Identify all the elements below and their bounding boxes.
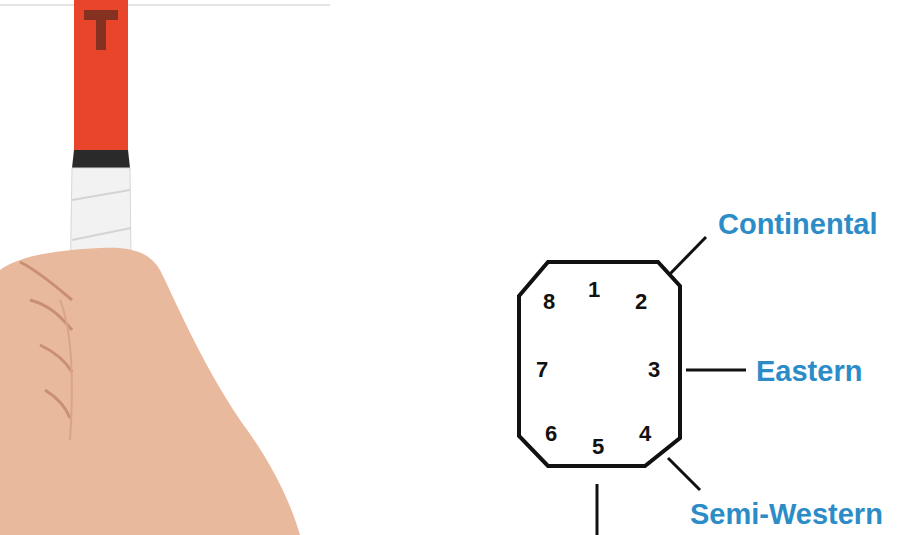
grip-octagon: 1 2 3 4 5 6 7 8 [515,258,685,470]
bevel-number: 2 [635,291,647,313]
octagon-shape [519,262,680,466]
grip-label: Semi-Western [690,500,883,529]
hand [0,248,300,535]
finger-creases [20,262,72,418]
bevel-number: 3 [648,359,660,381]
bevel-number: 6 [545,423,557,445]
bevel-number: 1 [588,279,600,301]
bevel-number: 5 [592,436,604,458]
bevel-number: 7 [536,359,548,381]
photo-edge [0,4,330,6]
leader-line [668,458,700,490]
grip-band [72,150,130,168]
bevel-number: 8 [543,291,555,313]
grip-label: Continental [718,210,878,239]
racket-shaft [74,0,128,150]
bevel-number: 4 [639,423,651,445]
grip-label: Eastern [756,357,862,386]
racket-logo [84,10,118,50]
leader-line [668,237,706,276]
leader-line [686,369,746,372]
leader-line [596,484,599,535]
thumb-edge [60,300,72,440]
